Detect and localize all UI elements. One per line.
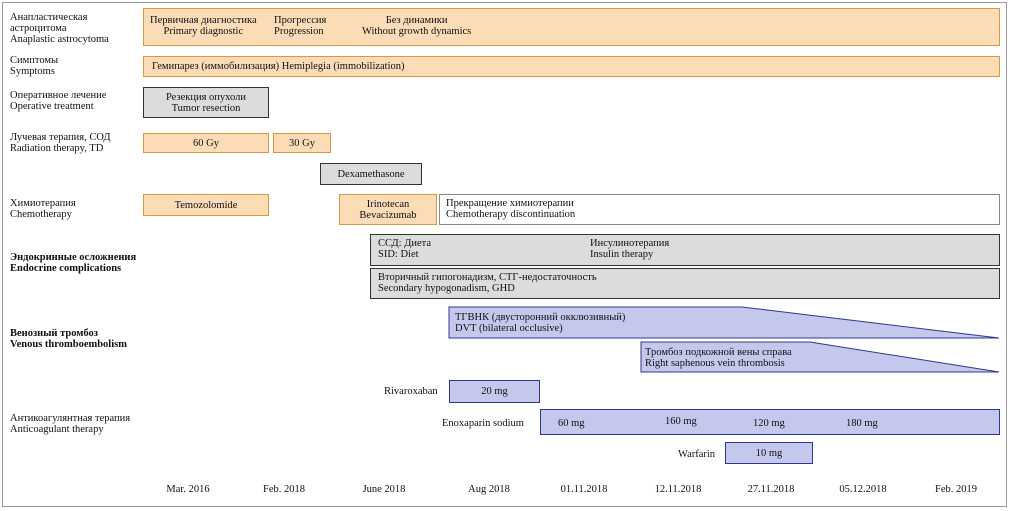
enoxaparin-bar (540, 409, 1000, 435)
diagnosis-stable-ru: Без динамики (385, 15, 448, 26)
tick-mar-2016: Mar. 2016 (166, 484, 210, 495)
endocrine-hypogonadism-text: Вторичный гипогонадизм, СТГ-недостаточно… (378, 272, 597, 294)
label-surgery: Оперативное лечение Operative treatment (10, 90, 106, 112)
surgery-bar: Резекция опухоли Tumor resection (143, 87, 269, 118)
diagnosis-seg-primary: Первичная диагностика Primary diagnostic (150, 15, 257, 37)
label-vte-en: Venous thromboembolism (10, 339, 127, 350)
tick-june-2018: June 2018 (362, 484, 406, 495)
diagnosis-seg-progression: Прогрессия Progression (274, 15, 326, 37)
warfarin-dose: 10 mg (755, 447, 783, 459)
chemo-stop-ru: Прекращение химиотерапии (446, 198, 574, 209)
tick-feb-2018: Feb. 2018 (263, 484, 305, 495)
endocrine-sid-en: SID: Diet (378, 249, 419, 260)
warfarin-bar: 10 mg (725, 442, 813, 464)
label-symptoms-ru: Симптомы (10, 55, 59, 66)
label-diagnosis-ru-2: астроцитома (10, 23, 67, 34)
tick-05-12-2018: 05.12.2018 (839, 484, 887, 495)
rivaroxaban-bar: 20 mg (449, 380, 540, 403)
svt-shape (640, 341, 1000, 373)
surgery-ru: Резекция опухоли (165, 91, 247, 103)
symptoms-text: Гемипарез (иммобилизация) Hemiplegia (im… (152, 61, 405, 72)
label-surgery-en: Operative treatment (10, 101, 94, 112)
endocrine-sid-ru: ССД: Диета (378, 238, 432, 249)
chemo-temozolomide-label: Temozolomide (174, 199, 238, 211)
endocrine-bar-sid (370, 234, 1000, 266)
chemo-bar-irinotecan: Irinotecan Bevacizumab (339, 194, 437, 225)
tick-01-11-2018: 01.11.2018 (560, 484, 608, 495)
symptoms-bar (143, 56, 1000, 77)
enoxaparin-dose-120: 120 mg (753, 418, 785, 429)
chemo-discontinuation-text: Прекращение химиотерапии Chemotherapy di… (446, 198, 575, 220)
tick-aug-2018: Aug 2018 (468, 484, 510, 495)
radiation-bar-60gy: 60 Gy (143, 133, 269, 153)
label-radiation: Лучевая терапия, СОД Radiation therapy, … (10, 132, 111, 154)
rivaroxaban-dose: 20 mg (481, 386, 508, 397)
label-diagnosis-ru-1: Анапластическая (10, 12, 88, 23)
diagnosis-bar (143, 8, 1000, 46)
label-endocrine-ru: Эндокринные осложнения (10, 252, 137, 263)
label-vte: Венозный тромбоз Venous thromboembolism (10, 328, 127, 350)
tick-27-11-2018: 27.11.2018 (747, 484, 795, 495)
warfarin-label: Warfarin (678, 449, 716, 460)
diagnosis-stable-en: Without growth dynamics (362, 26, 472, 37)
label-surgery-ru: Оперативное лечение (10, 90, 107, 101)
label-symptoms-en: Symptoms (10, 66, 55, 77)
svt-en: Right saphenous vein thrombosis (645, 358, 785, 369)
label-chemo: Химиотерапия Chemotherapy (10, 198, 76, 220)
radiation-dose-60: 60 Gy (193, 137, 219, 149)
endocrine-insulin-ru: Инсулинотерапия (590, 238, 670, 249)
endocrine-bar-hypogonadism (370, 268, 1000, 299)
label-radiation-en: Radiation therapy, TD (10, 143, 104, 154)
surgery-en: Tumor resection (171, 102, 241, 114)
dvt-text: ТГВНК (двусторонний окклюзивный) DVT (bi… (455, 312, 625, 334)
label-diagnosis-en: Anaplastic astrocytoma (10, 34, 109, 45)
label-endocrine-en: Endocrine complications (10, 263, 122, 274)
endocrine-insulin-text: Инсулинотерапия Insulin therapy (590, 238, 669, 260)
chemo-irinotecan-label: Irinotecan (366, 198, 410, 210)
tick-feb-2019: Feb. 2019 (935, 484, 977, 495)
diagnosis-progression-ru: Прогрессия (274, 15, 327, 26)
tick-12-11-2018: 12.11.2018 (654, 484, 702, 495)
diagnosis-primary-ru: Первичная диагностика (150, 15, 257, 26)
diagnosis-seg-stable: Без динамики Without growth dynamics (362, 15, 471, 37)
dexamethasone-label: Dexamethasone (337, 168, 405, 180)
dvt-en: DVT (bilateral occlusive) (455, 323, 563, 334)
enoxaparin-dose-160: 160 mg (665, 416, 697, 427)
radiation-dose-30: 30 Gy (289, 137, 315, 149)
chemo-stop-en: Chemotherapy discontinuation (446, 209, 576, 220)
label-endocrine: Эндокринные осложнения Endocrine complic… (10, 252, 136, 274)
label-chemo-en: Chemotherapy (10, 209, 72, 220)
enoxaparin-dose-60: 60 mg (558, 418, 585, 429)
label-chemo-ru: Химиотерапия (10, 198, 76, 209)
rivaroxaban-label: Rivaroxaban (384, 386, 438, 397)
enoxaparin-dose-180: 180 mg (846, 418, 878, 429)
label-vte-ru: Венозный тромбоз (10, 328, 99, 339)
diagnosis-progression-en: Progression (274, 26, 324, 37)
endocrine-insulin-en: Insulin therapy (590, 249, 654, 260)
label-symptoms: Симптомы Symptoms (10, 55, 58, 77)
enoxaparin-label: Enoxaparin sodium (442, 418, 524, 429)
diagnosis-primary-en: Primary diagnostic (163, 26, 244, 37)
label-radiation-ru: Лучевая терапия, СОД (10, 132, 111, 143)
chemo-bar-temozolomide: Temozolomide (143, 194, 269, 216)
label-diagnosis: Анапластическая астроцитома Anaplastic a… (10, 12, 109, 45)
label-anticoag: Антикоагулянтная терапия Anticoagulant t… (10, 413, 130, 435)
label-anticoag-en: Anticoagulant therapy (10, 424, 104, 435)
chemo-bar-discontinuation (439, 194, 1000, 225)
radiation-bar-30gy: 30 Gy (273, 133, 331, 153)
dexamethasone-bar: Dexamethasone (320, 163, 422, 185)
label-anticoag-ru: Антикоагулянтная терапия (10, 413, 131, 424)
chemo-bevacizumab-label: Bevacizumab (359, 209, 417, 221)
dvt-shape (448, 306, 1000, 339)
svt-text: Тромбоз подкожной вены справа Right saph… (645, 347, 792, 369)
endocrine-hypo-ru: Вторичный гипогонадизм, СТГ-недостаточно… (378, 272, 597, 283)
endocrine-hypo-en: Secondary hypogonadism, GHD (378, 283, 515, 294)
endocrine-sid-text: ССД: Диета SID: Diet (378, 238, 431, 260)
dvt-ru: ТГВНК (двусторонний окклюзивный) (455, 312, 626, 323)
svt-ru: Тромбоз подкожной вены справа (645, 347, 792, 358)
